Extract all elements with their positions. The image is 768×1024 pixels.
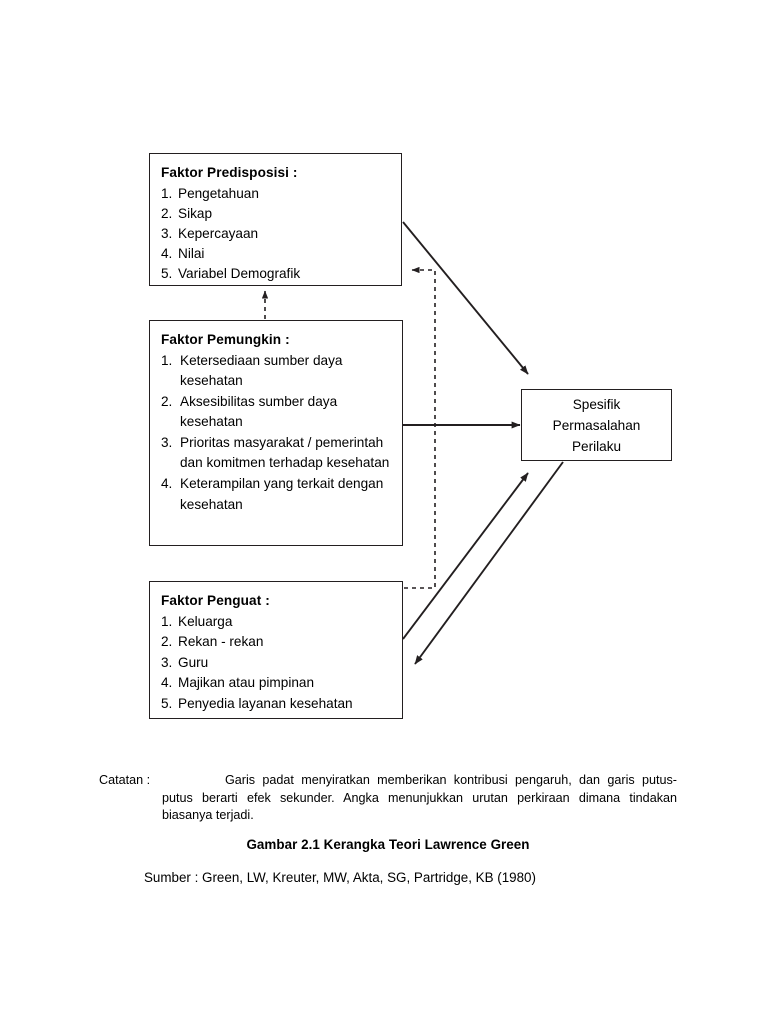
list-item-number: 3. xyxy=(161,434,173,450)
list-item-text: Pengetahuan xyxy=(178,185,259,201)
list-item-number: 3. xyxy=(161,654,173,670)
node-spesifik-permasalahan-perilaku: Spesifik Permasalahan Perilaku xyxy=(521,389,672,461)
list-item: 2. Sikap xyxy=(161,204,391,224)
list-item-text: Aksesibilitas sumber daya kesehatan xyxy=(180,393,338,430)
list-item-text: Nilai xyxy=(178,246,205,262)
connector-penguat-to-spesifik xyxy=(402,472,529,640)
figure-note: Catatan : Garis padat menyiratkan member… xyxy=(99,772,677,825)
list-item-text: Keterampilan yang terkait dengan kesehat… xyxy=(180,476,384,512)
list-item-number: 2. xyxy=(161,205,173,221)
list-item-text: Prioritas masyarakat / pemerintah dan ko… xyxy=(180,434,390,471)
node-body: Faktor Pemungkin : 1. Ketersediaan sumbe… xyxy=(150,321,402,523)
node-item-list: 1. Keluarga 2. Rekan - rekan 3. Guru 4. … xyxy=(161,612,392,715)
list-item-text: Rekan - rekan xyxy=(178,634,264,649)
node-faktor-penguat: Faktor Penguat : 1. Keluarga 2. Rekan - … xyxy=(149,581,403,719)
list-item-text: Sikap xyxy=(178,205,213,221)
figure-caption-block: Catatan : Garis padat menyiratkan member… xyxy=(99,772,677,885)
list-item: 4. Nilai xyxy=(161,244,391,264)
connector-predisposisi-to-spesifik xyxy=(402,221,529,375)
connector-penguat-to-predisposisi xyxy=(404,266,436,589)
outcome-line-2: Permasalahan xyxy=(552,417,641,433)
figure-note-label: Catatan : xyxy=(99,773,151,787)
list-item-number: 5. xyxy=(161,266,173,282)
list-item: 1. Ketersediaan sumber daya kesehatan xyxy=(161,351,392,392)
outcome-line-3: Perilaku xyxy=(571,438,622,454)
list-item: 5. Variabel Demografik xyxy=(161,264,391,284)
list-item: 3. Kepercayaan xyxy=(161,224,391,244)
node-item-list: 1. Pengetahuan 2. Sikap 3. Kepercayaan 4… xyxy=(161,184,391,285)
node-title-penguat: Faktor Penguat : xyxy=(161,593,270,608)
list-item: 2. Rekan - rekan xyxy=(161,632,392,653)
list-item: 4. Keterampilan yang terkait dengan kese… xyxy=(161,474,392,515)
node-item-list: 1. Ketersediaan sumber daya kesehatan 2.… xyxy=(161,351,392,516)
list-item-text: Penyedia layanan kesehatan xyxy=(178,695,353,711)
list-item-number: 2. xyxy=(161,634,173,649)
list-item-number: 1. xyxy=(161,352,173,368)
node-faktor-pemungkin: Faktor Pemungkin : 1. Ketersediaan sumbe… xyxy=(149,320,403,546)
outcome-text: Spesifik Permasalahan Perilaku xyxy=(553,394,641,457)
figure-source: Sumber : Green, LW, Kreuter, MW, Akta, S… xyxy=(144,870,536,885)
connector-spesifik-to-penguat xyxy=(414,461,564,665)
figure-title: Gambar 2.1 Kerangka Teori Lawrence Green xyxy=(246,837,530,852)
node-title-predisposisi: Faktor Predisposisi : xyxy=(161,165,298,180)
list-item-text: Kepercayaan xyxy=(178,225,259,241)
node-title-pemungkin: Faktor Pemungkin : xyxy=(161,332,290,347)
list-item-number: 2. xyxy=(161,393,173,409)
list-item-number: 1. xyxy=(161,613,173,629)
list-item: 1. Keluarga xyxy=(161,612,392,633)
list-item: 2. Aksesibilitas sumber daya kesehatan xyxy=(161,392,392,433)
list-item-text: Keluarga xyxy=(178,613,233,629)
list-item-number: 4. xyxy=(161,675,173,690)
list-item-number: 5. xyxy=(161,695,173,711)
list-item: 3. Prioritas masyarakat / pemerintah dan… xyxy=(161,433,392,474)
list-item-number: 1. xyxy=(161,185,173,201)
list-item-text: Majikan atau pimpinan xyxy=(178,675,315,690)
list-item-text: Variabel Demografik xyxy=(178,266,301,282)
list-item-number: 3. xyxy=(161,225,173,241)
list-item-text: Ketersediaan sumber daya kesehatan xyxy=(180,352,343,389)
list-item: 4. Majikan atau pimpinan xyxy=(161,673,392,694)
list-item: 1. Pengetahuan xyxy=(161,184,391,204)
list-item-number: 4. xyxy=(161,476,173,492)
outcome-line-1: Spesifik xyxy=(572,396,621,412)
list-item-text: Guru xyxy=(178,654,209,670)
node-faktor-predisposisi: Faktor Predisposisi : 1. Pengetahuan 2. … xyxy=(149,153,402,286)
figure-note-text: Garis padat menyiratkan memberikan kontr… xyxy=(162,773,677,823)
node-body: Faktor Penguat : 1. Keluarga 2. Rekan - … xyxy=(150,582,402,722)
list-item-number: 4. xyxy=(161,246,173,262)
node-body: Faktor Predisposisi : 1. Pengetahuan 2. … xyxy=(150,154,401,293)
list-item: 5. Penyedia layanan kesehatan xyxy=(161,694,392,715)
list-item: 3. Guru xyxy=(161,653,392,674)
